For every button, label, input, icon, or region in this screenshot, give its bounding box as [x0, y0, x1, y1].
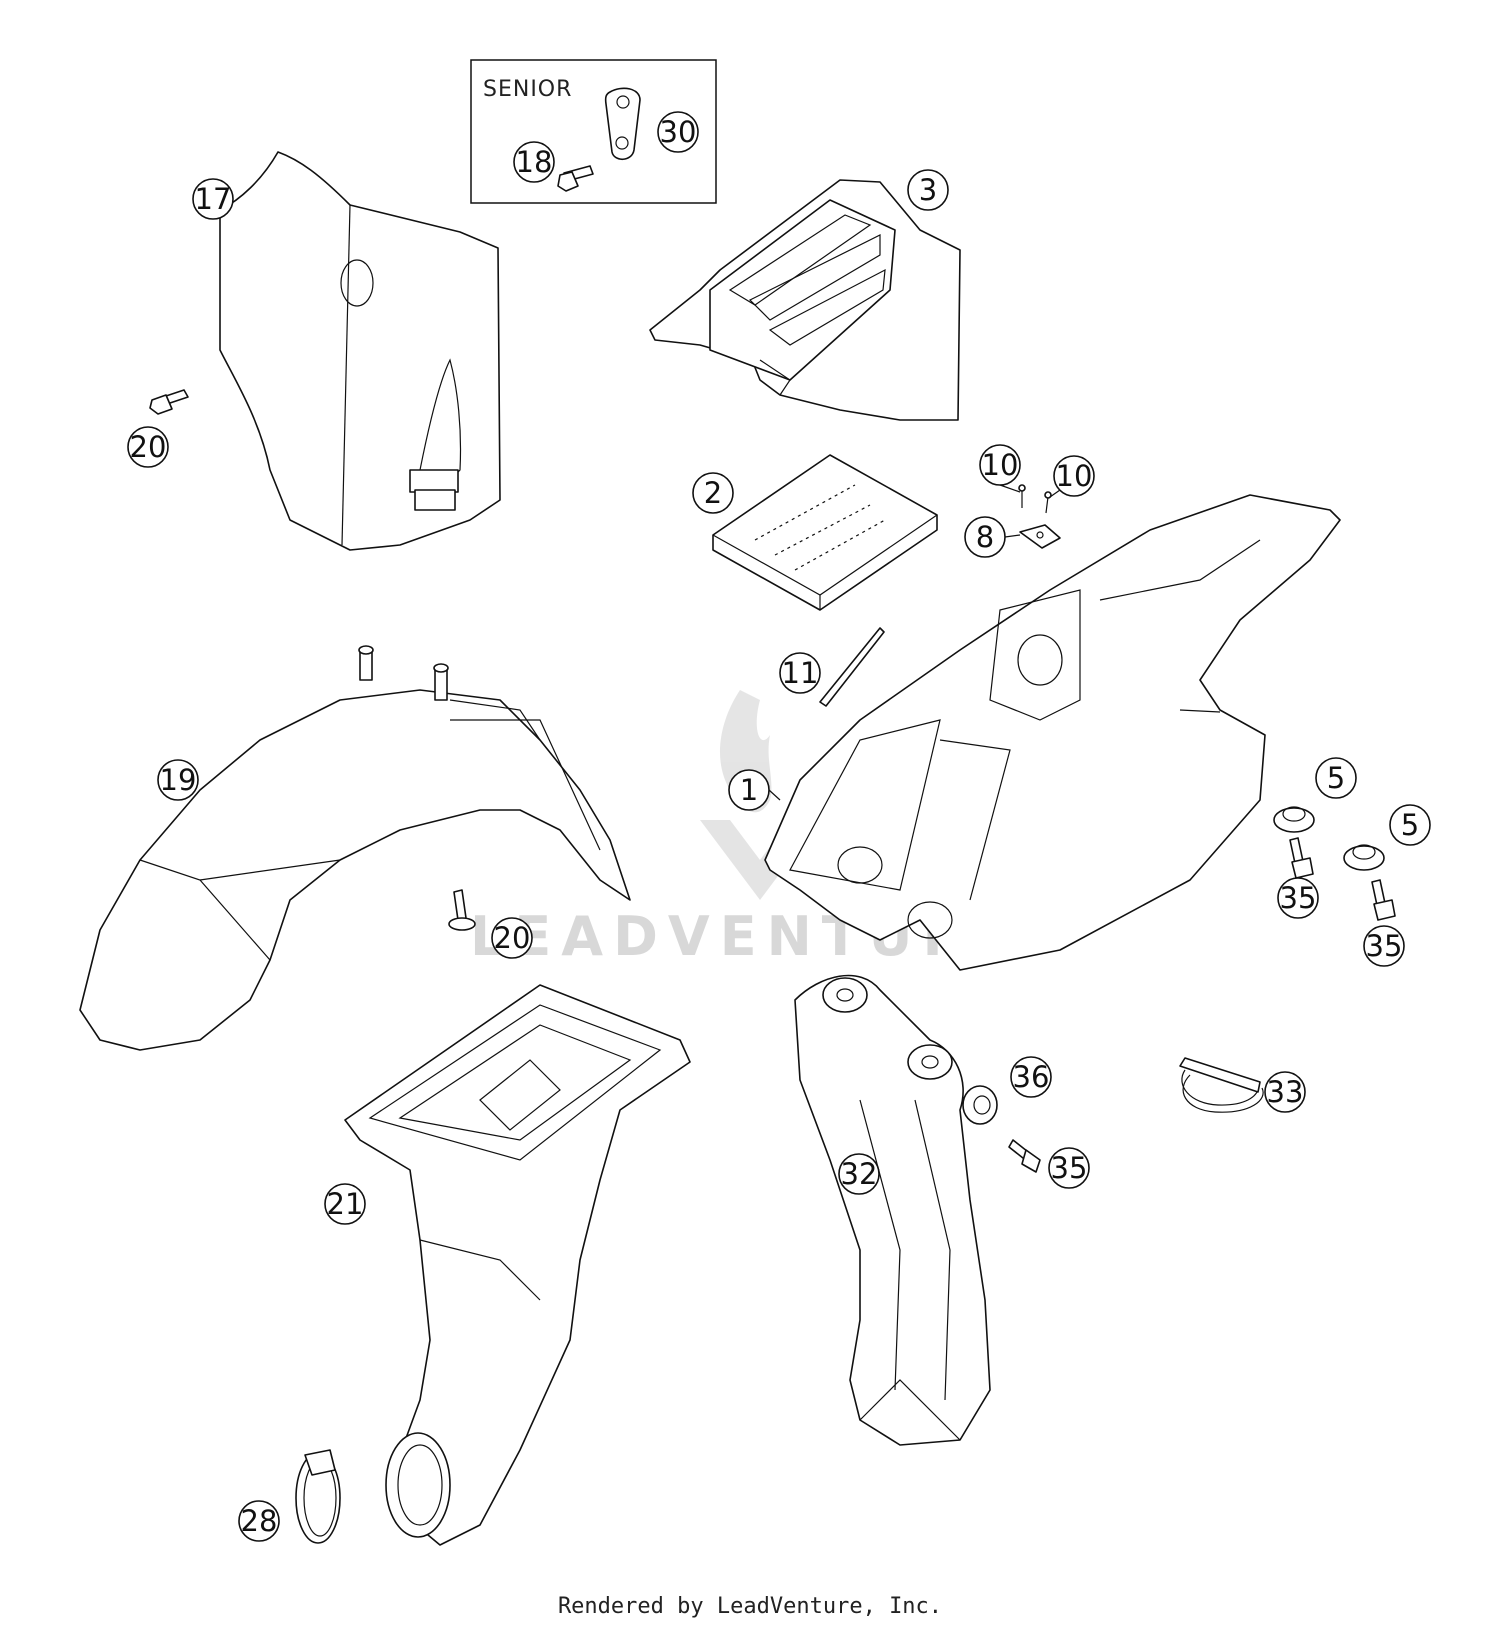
callout-35-c: 35 — [1048, 1147, 1090, 1189]
callout-2: 2 — [692, 472, 734, 514]
svg-text:11: 11 — [782, 656, 819, 690]
callout-32: 32 — [838, 1153, 880, 1195]
svg-text:28: 28 — [241, 1504, 278, 1538]
part-1-rear-fender — [764, 494, 1341, 971]
part-18-bolt — [557, 165, 594, 192]
callout-10-a: 10 — [979, 444, 1021, 486]
part-21-intake-boot — [344, 984, 691, 1546]
callout-30: 30 — [657, 111, 699, 153]
callout-10-b: 10 — [1053, 455, 1095, 497]
callout-11: 11 — [779, 652, 821, 694]
part-19-front-fender — [79, 645, 631, 1051]
svg-text:20: 20 — [130, 430, 167, 464]
callout-35-b: 35 — [1363, 925, 1405, 967]
part-35-bolt-a — [1289, 837, 1314, 879]
callout-36: 36 — [1010, 1056, 1052, 1098]
svg-text:35: 35 — [1366, 929, 1403, 963]
part-32-side-cover — [794, 974, 991, 1446]
part-35-bolt-c — [1008, 1139, 1041, 1173]
callout-35-a: 35 — [1277, 877, 1319, 919]
part-10-screws — [1018, 484, 1052, 514]
senior-kit-box: SENIOR — [470, 59, 717, 204]
callout-21: 21 — [324, 1183, 366, 1225]
part-33-cable-tie — [1179, 1057, 1264, 1113]
part-2-filter-pad — [712, 454, 938, 611]
part-5-grommet-b — [1343, 844, 1385, 871]
part-20-bolt-a — [149, 389, 189, 415]
svg-text:33: 33 — [1267, 1075, 1304, 1109]
svg-text:30: 30 — [660, 115, 697, 149]
part-35-bolt-b — [1371, 879, 1396, 921]
callout-19: 19 — [157, 759, 199, 801]
svg-text:10: 10 — [1056, 459, 1093, 493]
svg-text:3: 3 — [919, 173, 937, 207]
svg-text:5: 5 — [1327, 761, 1345, 795]
part-8-bracket — [1019, 524, 1061, 549]
part-11-strip — [819, 627, 885, 707]
callout-18: 18 — [513, 141, 555, 183]
callout-5-a: 5 — [1315, 757, 1357, 799]
part-36-washer — [962, 1085, 998, 1125]
svg-text:5: 5 — [1401, 808, 1419, 842]
svg-text:19: 19 — [160, 763, 197, 797]
part-28-hose-clamp — [295, 1449, 341, 1544]
svg-text:20: 20 — [494, 921, 531, 955]
svg-text:36: 36 — [1013, 1060, 1050, 1094]
part-5-grommet-a — [1273, 806, 1315, 833]
callout-28: 28 — [238, 1500, 280, 1542]
svg-text:35: 35 — [1051, 1151, 1088, 1185]
svg-text:8: 8 — [976, 520, 994, 554]
part-30-plate — [604, 87, 641, 161]
callout-5-b: 5 — [1389, 804, 1431, 846]
callout-3: 3 — [907, 169, 949, 211]
leader-lines — [768, 484, 1061, 801]
footer-credit: Rendered by LeadVenture, Inc. — [557, 1594, 943, 1619]
part-17-number-plate — [219, 151, 501, 551]
callout-8: 8 — [964, 516, 1006, 558]
part-20-bolt-b — [448, 889, 476, 931]
svg-text:32: 32 — [841, 1157, 878, 1191]
svg-text:21: 21 — [327, 1187, 364, 1221]
part-3-airbox-cover — [649, 179, 961, 421]
callout-20-a: 20 — [127, 426, 169, 468]
callout-33: 33 — [1264, 1071, 1306, 1113]
callout-20-b: 20 — [491, 917, 533, 959]
svg-text:10: 10 — [982, 448, 1019, 482]
svg-text:1: 1 — [740, 773, 758, 807]
callout-1: 1 — [728, 769, 770, 811]
svg-text:35: 35 — [1280, 881, 1317, 915]
svg-text:18: 18 — [516, 145, 553, 179]
senior-label: SENIOR — [483, 77, 572, 102]
svg-text:2: 2 — [704, 476, 722, 510]
callout-17: 17 — [192, 178, 234, 220]
svg-text:17: 17 — [195, 182, 232, 216]
